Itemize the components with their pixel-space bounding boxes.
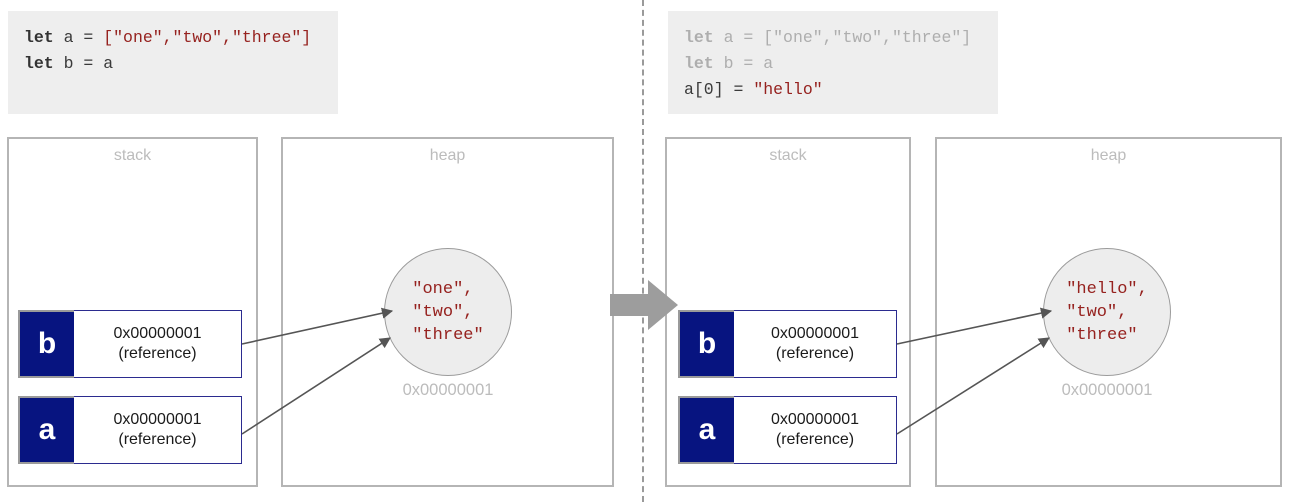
variable-name-b-after: b (678, 310, 734, 378)
code-token-str: ["one","two","three"] (763, 28, 972, 47)
code-token-op (54, 54, 64, 73)
code-token-op (714, 54, 724, 73)
code-token-op: = (73, 28, 104, 47)
code-line-after-2: a[0] = "hello" (684, 77, 982, 103)
code-token-op: = (733, 54, 764, 73)
variable-kind-a-before: (reference) (118, 431, 197, 448)
code-token-id: b (63, 54, 74, 73)
variable-kind-b-after: (reference) (775, 345, 855, 362)
variable-address-b-before: 0x00000001 (113, 325, 202, 342)
code-token-id: a (103, 54, 114, 73)
code-token-id: a (723, 28, 734, 47)
code-token-op: = (733, 28, 764, 47)
heap-label-after: heap (1090, 147, 1127, 164)
code-token-kw: let (684, 28, 714, 47)
variable-value-b-after: 0x00000001 (reference) (734, 311, 896, 377)
variable-address-a-after: 0x00000001 (770, 411, 860, 428)
code-token-id: a[0] (684, 80, 724, 99)
heap-object-after: "hello", "two", "three" (1043, 248, 1171, 376)
code-token-op (54, 28, 64, 47)
code-token-str: "hello" (753, 80, 823, 99)
code-line-after-1: let b = a (684, 51, 982, 77)
variable-address-a-before: 0x00000001 (113, 411, 202, 428)
variable-name-a-before: a (18, 396, 74, 464)
code-token-op: = (73, 54, 104, 73)
code-token-id: a (763, 54, 774, 73)
code-token-op: = (723, 80, 754, 99)
heap-object-contents-before: "one", "two", "three" (412, 279, 484, 345)
variable-value-a-after: 0x00000001 (reference) (734, 397, 896, 463)
transition-right-arrow-icon (610, 280, 678, 330)
panel-divider (642, 0, 644, 502)
variable-name-b-before: b (18, 310, 74, 378)
code-token-kw: let (684, 54, 714, 73)
stack-slot-b-before[interactable]: b 0x00000001 (reference) (18, 310, 242, 378)
variable-kind-b-before: (reference) (118, 345, 197, 362)
stack-slot-a-after[interactable]: a 0x00000001 (reference) (678, 396, 897, 464)
stack-label-after: stack (769, 147, 807, 164)
code-token-op (714, 28, 724, 47)
code-token-id: b (723, 54, 734, 73)
variable-name-a-after: a (678, 396, 734, 464)
heap-object-before: "one", "two", "three" (384, 248, 512, 376)
heap-object-contents-after: "hello", "two", "three" (1066, 279, 1148, 345)
code-token-id: a (63, 28, 74, 47)
code-line-after-0: let a = ["one","two","three"] (684, 25, 982, 51)
code-line-before-1: let b = a (24, 51, 322, 77)
heap-label-before: heap (429, 147, 466, 164)
code-token-str: ["one","two","three"] (103, 28, 312, 47)
code-token-kw: let (24, 28, 54, 47)
stack-slot-a-before[interactable]: a 0x00000001 (reference) (18, 396, 242, 464)
code-token-kw: let (24, 54, 54, 73)
code-line-before-0: let a = ["one","two","three"] (24, 25, 322, 51)
stack-slot-b-after[interactable]: b 0x00000001 (reference) (678, 310, 897, 378)
heap-object-address-before: 0x00000001 (402, 381, 494, 399)
variable-address-b-after: 0x00000001 (770, 325, 860, 342)
code-block-before: let a = ["one","two","three"]let b = a (8, 11, 338, 114)
heap-object-address-after: 0x00000001 (1061, 381, 1153, 399)
variable-value-a-before: 0x00000001 (reference) (74, 397, 241, 463)
variable-kind-a-after: (reference) (775, 431, 855, 448)
variable-value-b-before: 0x00000001 (reference) (74, 311, 241, 377)
stack-label-before: stack (113, 147, 152, 164)
